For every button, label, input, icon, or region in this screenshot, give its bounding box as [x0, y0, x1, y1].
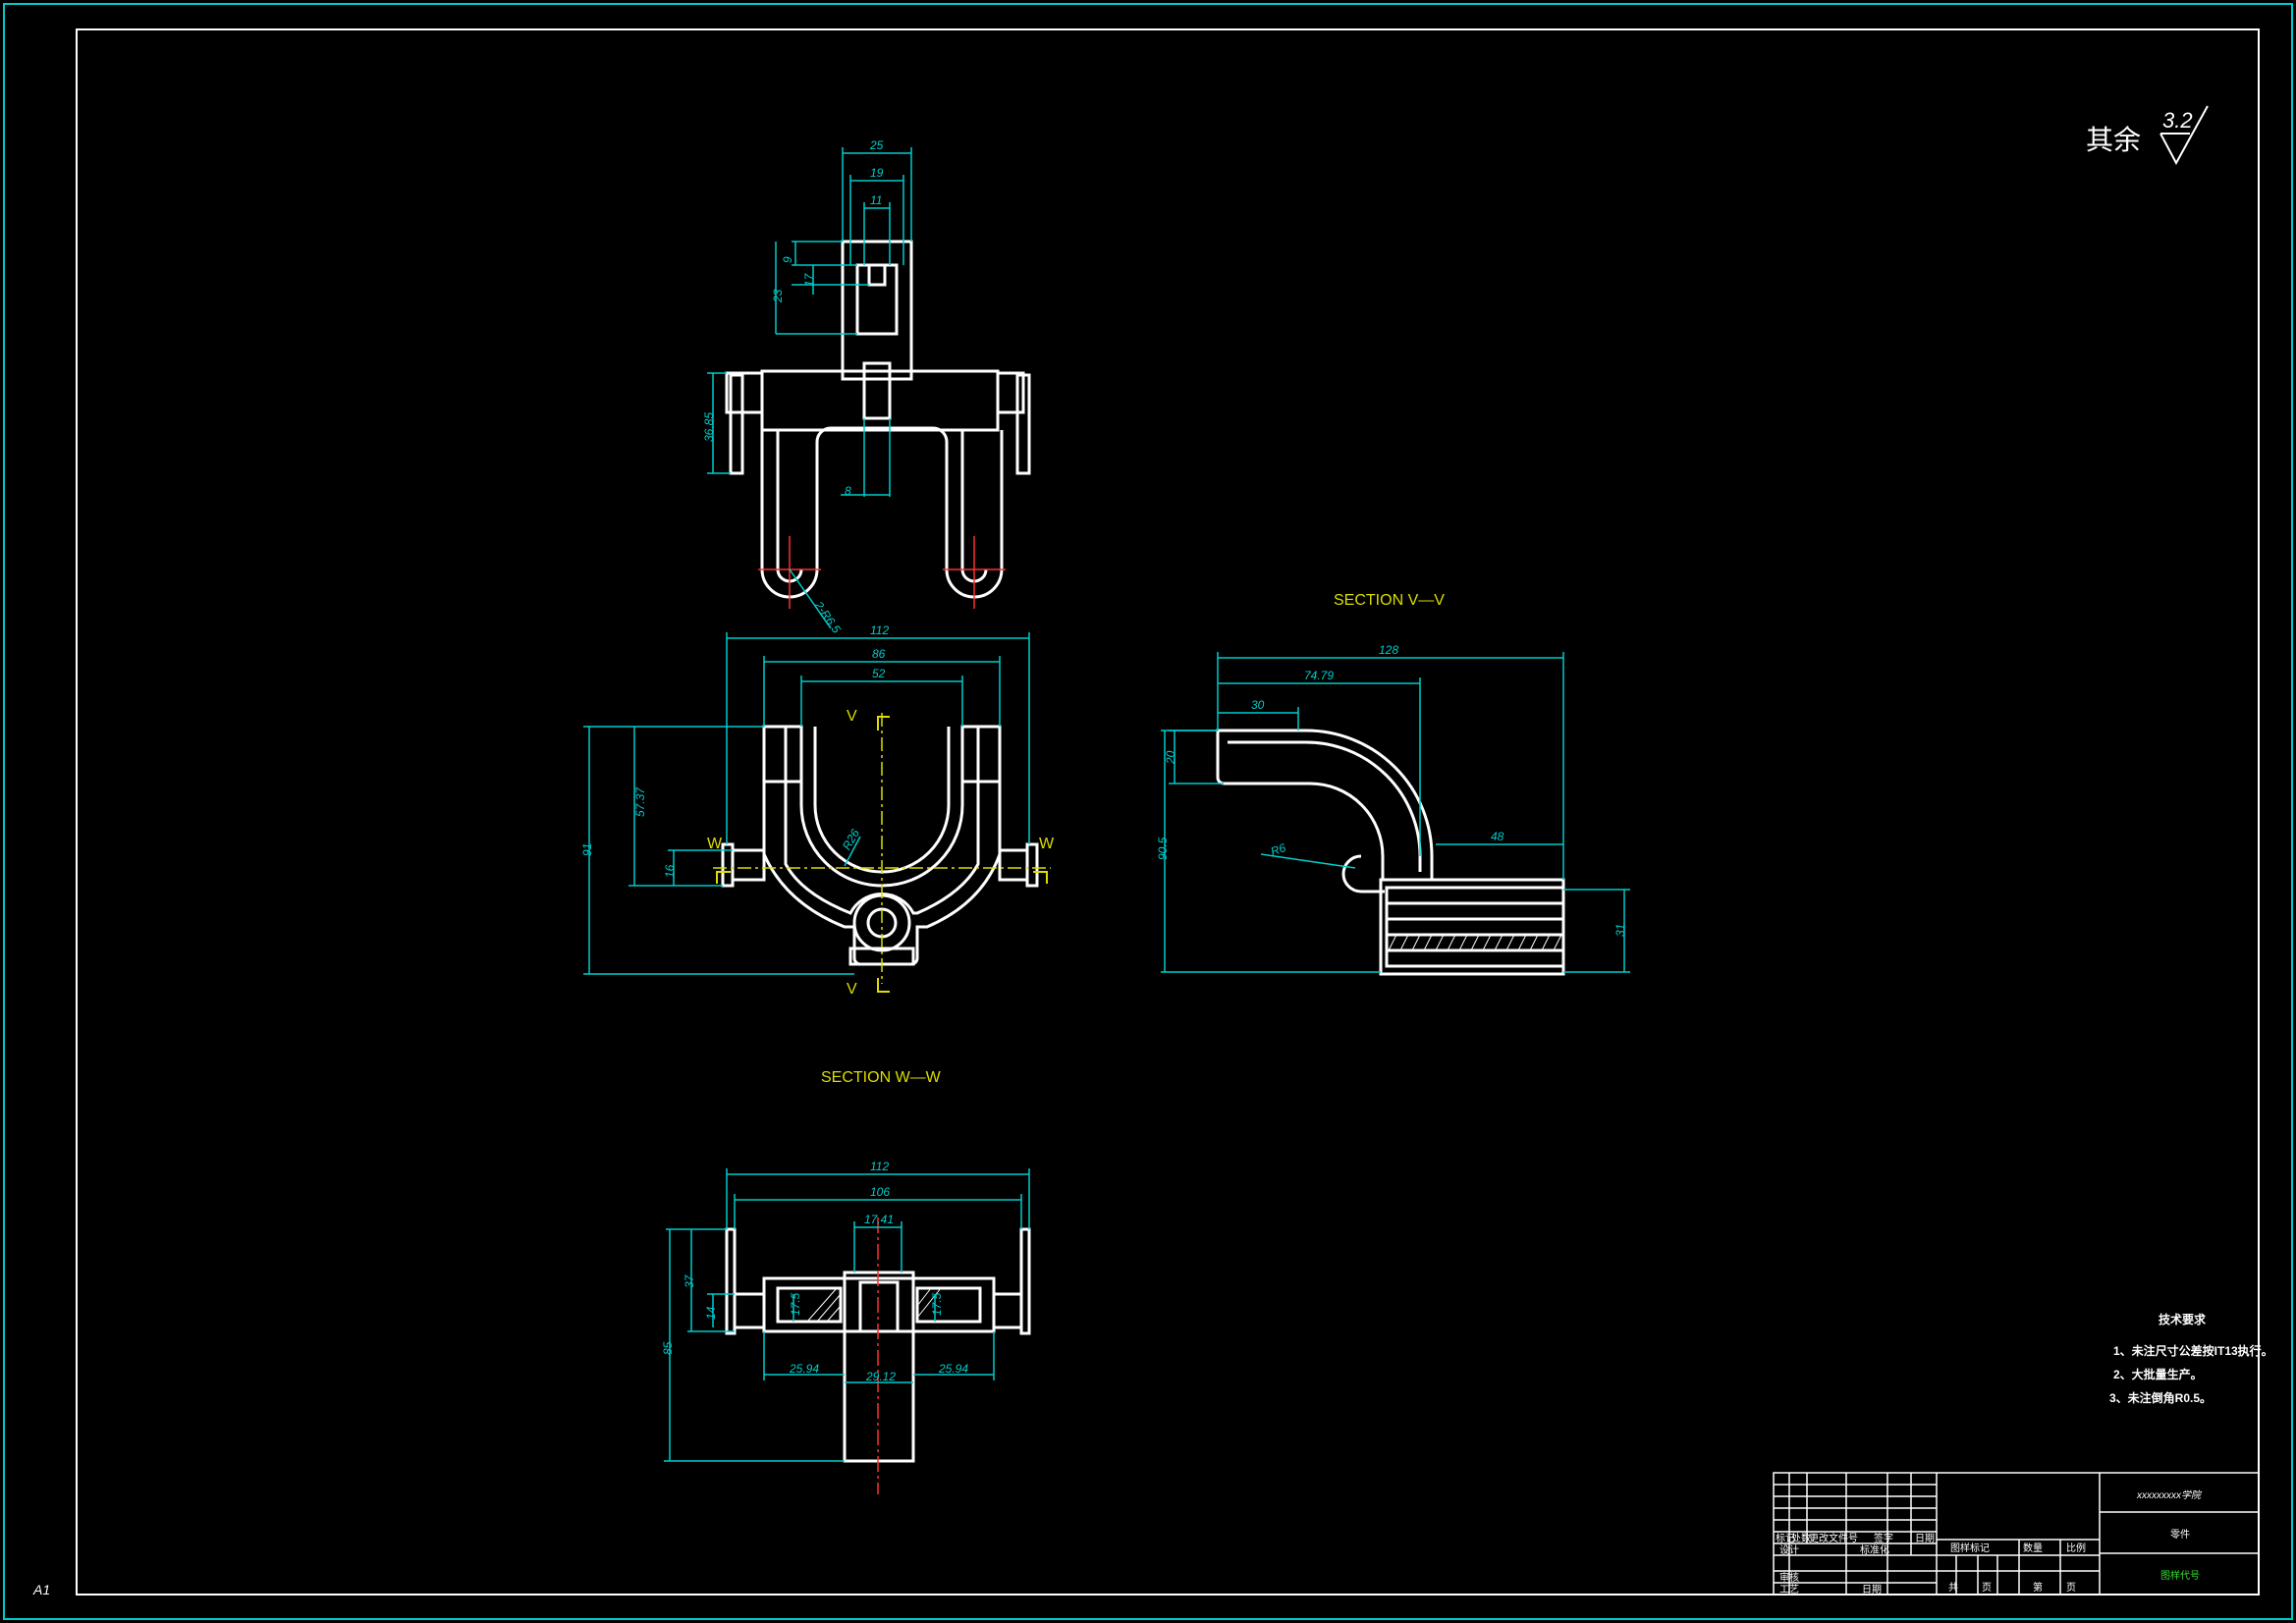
tech-requirements: 技术要求 1、未注尺寸公差按IT13执行。 2、大批量生产。 3、未注倒角R0.…: [2109, 1312, 2273, 1405]
dim-11: 11: [870, 193, 882, 207]
section-w-title: SECTION W—W: [821, 1069, 942, 1086]
dim-w-25-94b: 25.94: [938, 1362, 968, 1376]
section-v-title: SECTION V—V: [1334, 592, 1445, 609]
section-w-dimensions: [664, 1168, 1030, 1462]
inner-frame: [76, 28, 2260, 1596]
section-w-view: [725, 1227, 1031, 1463]
cut-v-top: V: [847, 708, 857, 725]
dim-90-5: 90.5: [1156, 837, 1170, 860]
dim-91: 91: [580, 843, 594, 856]
top-view-dimensions: [707, 147, 912, 629]
tb-designer: 设计: [1779, 1543, 1799, 1556]
dim-31: 31: [1613, 924, 1627, 937]
cut-markers: V V W W: [707, 708, 1055, 998]
dim-20: 20: [1164, 750, 1177, 765]
dim-25: 25: [869, 138, 884, 152]
dim-w-25-94a: 25.94: [789, 1362, 819, 1376]
dim-8: 8: [845, 484, 851, 498]
front-view: [721, 725, 1039, 966]
dim-48: 48: [1491, 830, 1504, 843]
dim-w-112: 112: [870, 1160, 889, 1173]
dim-w-17-5a: 17.5: [789, 1292, 802, 1316]
dim-2-r6-5: 2-R6.5: [811, 598, 844, 636]
dim-9: 9: [781, 256, 794, 263]
cut-v-bottom: V: [847, 981, 857, 998]
section-v-dim-text: 128 74.79 30 20 48 R6 90.5 31: [1156, 643, 1627, 937]
front-view-centerlines: [713, 713, 1051, 984]
tb-page: 页: [1982, 1582, 1992, 1594]
tech-item-2: 2、大批量生产。: [2113, 1367, 2203, 1381]
dim-16: 16: [663, 864, 677, 878]
roughness-value: 3.2: [2162, 108, 2193, 133]
section-v-hatch: [1388, 934, 1562, 951]
tb-hdr-date: 日期: [1915, 1533, 1935, 1544]
dim-57-37: 57.37: [633, 786, 647, 817]
tb-total: 共: [1948, 1582, 1958, 1594]
dim-30: 30: [1251, 698, 1265, 712]
cut-w-left: W: [707, 836, 723, 852]
tb-standardize: 标准化: [1860, 1543, 1889, 1556]
dim-w-37: 37: [683, 1273, 696, 1288]
tb-school: xxxxxxxxx学院: [2136, 1489, 2203, 1501]
dim-17: 17: [802, 272, 816, 287]
front-view-dimensions: [583, 632, 1030, 975]
roughness-symbol: [2159, 105, 2209, 166]
outer-border: [3, 3, 2293, 1620]
roughness-note: 其余 3.2: [2086, 105, 2209, 166]
sheet-size-label: A1: [32, 1582, 50, 1597]
dim-r6: R6: [1269, 840, 1288, 859]
dim-36-85: 36.85: [702, 412, 716, 442]
dim-w-106: 106: [870, 1185, 890, 1199]
dim-w-29-12: 29.12: [865, 1370, 896, 1383]
tb-hdr-doc: 更改文件号: [1809, 1532, 1858, 1544]
title-block: [1773, 1472, 2260, 1596]
tech-item-1: 1、未注尺寸公差按IT13执行。: [2113, 1343, 2273, 1358]
section-w-dim-text: 112 106 17.41 37 14 85 17.5 17.5 25.94 2…: [661, 1160, 968, 1383]
tb-hdr-sign: 签字: [1874, 1532, 1893, 1544]
dim-w-17-5b: 17.5: [930, 1292, 944, 1316]
dim-86: 86: [872, 647, 886, 661]
tb-sheet-page: 页: [2066, 1582, 2076, 1594]
tb-hdr-mark: 标记: [1776, 1533, 1795, 1544]
dim-w-14: 14: [704, 1306, 718, 1320]
section-w-hatch: [806, 1287, 942, 1323]
dim-19: 19: [870, 166, 884, 180]
roughness-label: 其余: [2086, 125, 2141, 155]
dim-23: 23: [771, 289, 785, 303]
dim-52: 52: [872, 667, 886, 680]
dim-w-17-41: 17.41: [864, 1213, 894, 1226]
tb-drawing-no: 图样代号: [2160, 1569, 2200, 1582]
tb-stage: 图样标记: [1950, 1542, 1990, 1554]
tb-checker: 审核: [1779, 1571, 1799, 1584]
tech-item-3: 3、未注倒角R0.5。: [2109, 1390, 2212, 1405]
dim-112: 112: [870, 623, 889, 637]
tb-date: 日期: [1862, 1584, 1882, 1596]
tb-weight: 数量: [2023, 1542, 2043, 1554]
cut-w-right: W: [1039, 836, 1055, 852]
dim-128: 128: [1379, 643, 1398, 657]
section-v-dimensions: [1161, 652, 1630, 973]
title-block-text: 标记 处数 更改文件号 签字 日期 设计 标准化 审核 工艺 日期 图样标记 数…: [1776, 1489, 2203, 1596]
dim-74-79: 74.79: [1304, 669, 1334, 682]
dim-w-85: 85: [661, 1341, 675, 1355]
tb-sheet: 第: [2033, 1581, 2043, 1594]
cut-plane-arrows: [716, 716, 1048, 993]
tb-process: 工艺: [1779, 1584, 1799, 1596]
tech-title: 技术要求: [2159, 1312, 2207, 1326]
tb-part-name: 零件: [2170, 1529, 2190, 1541]
tb-hdr-count: 处数: [1791, 1532, 1811, 1544]
tb-scale: 比例: [2066, 1542, 2086, 1554]
top-view: [725, 240, 1031, 599]
section-v-view: [1216, 729, 1565, 976]
